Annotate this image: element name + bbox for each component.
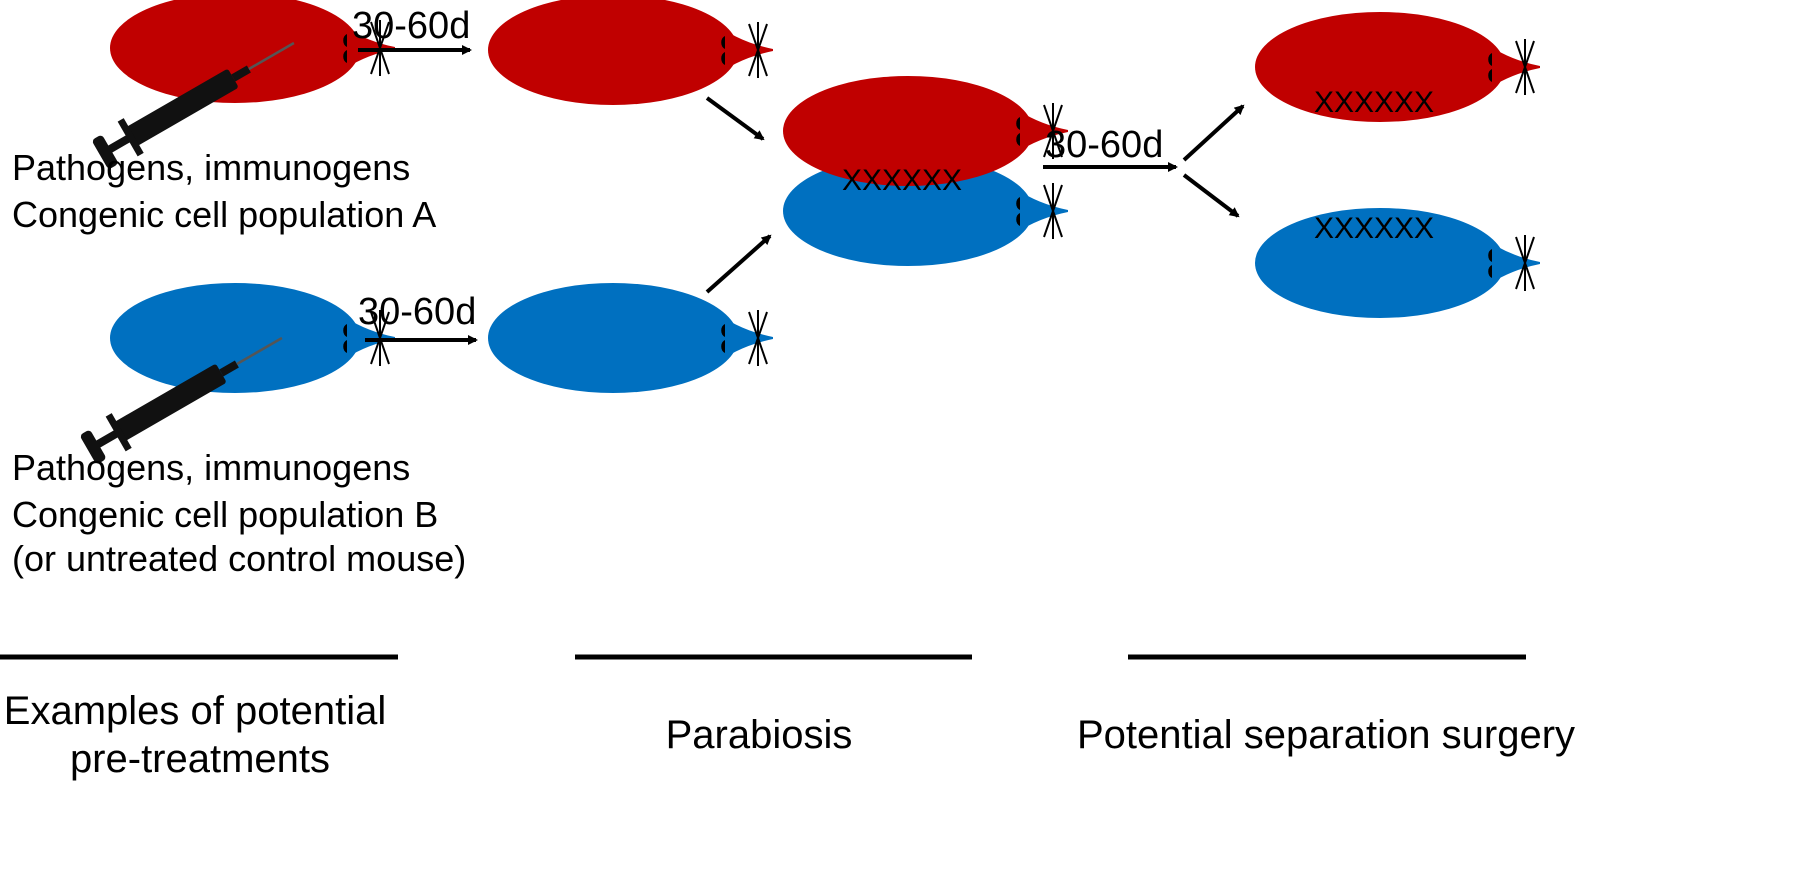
suture-marks-joined: XXXXXX	[842, 164, 962, 197]
mouse-red-waiting	[487, 0, 774, 106]
arrow-icon-red-join	[705, 96, 765, 141]
suture-marks-blue-separated: XXXXXX	[1314, 212, 1434, 245]
duration-label-top: 30-60d	[352, 5, 470, 47]
pretreat-b-line-1: Pathogens, immunogens	[12, 447, 410, 488]
pretreat-a-line-2: Congenic cell population A	[12, 194, 436, 235]
mouse-blue-pretreat	[109, 282, 396, 394]
suture-marks-red-separated: XXXXXX	[1314, 86, 1434, 119]
arrow-icon-split-down	[1182, 173, 1240, 218]
pretreat-b-line-3: (or untreated control mouse)	[12, 538, 466, 579]
phase-label-parabiosis: Parabiosis	[666, 713, 853, 757]
arrow-icon-blue-join	[705, 234, 772, 294]
phase-label-pretreat-line-1: Examples of potential	[4, 689, 386, 733]
arrow-icon-split-up	[1182, 104, 1245, 162]
duration-label-bottom: 30-60d	[358, 291, 476, 333]
pretreat-b-line-2: Congenic cell population B	[12, 494, 438, 535]
pretreat-a-line-1: Pathogens, immunogens	[12, 147, 410, 188]
phase-label-separation: Potential separation surgery	[1077, 713, 1575, 757]
phase-label-pretreat-line-2: pre-treatments	[70, 737, 330, 781]
duration-label-parabiosis: 30-60d	[1045, 124, 1163, 166]
mouse-blue-waiting	[487, 282, 774, 394]
